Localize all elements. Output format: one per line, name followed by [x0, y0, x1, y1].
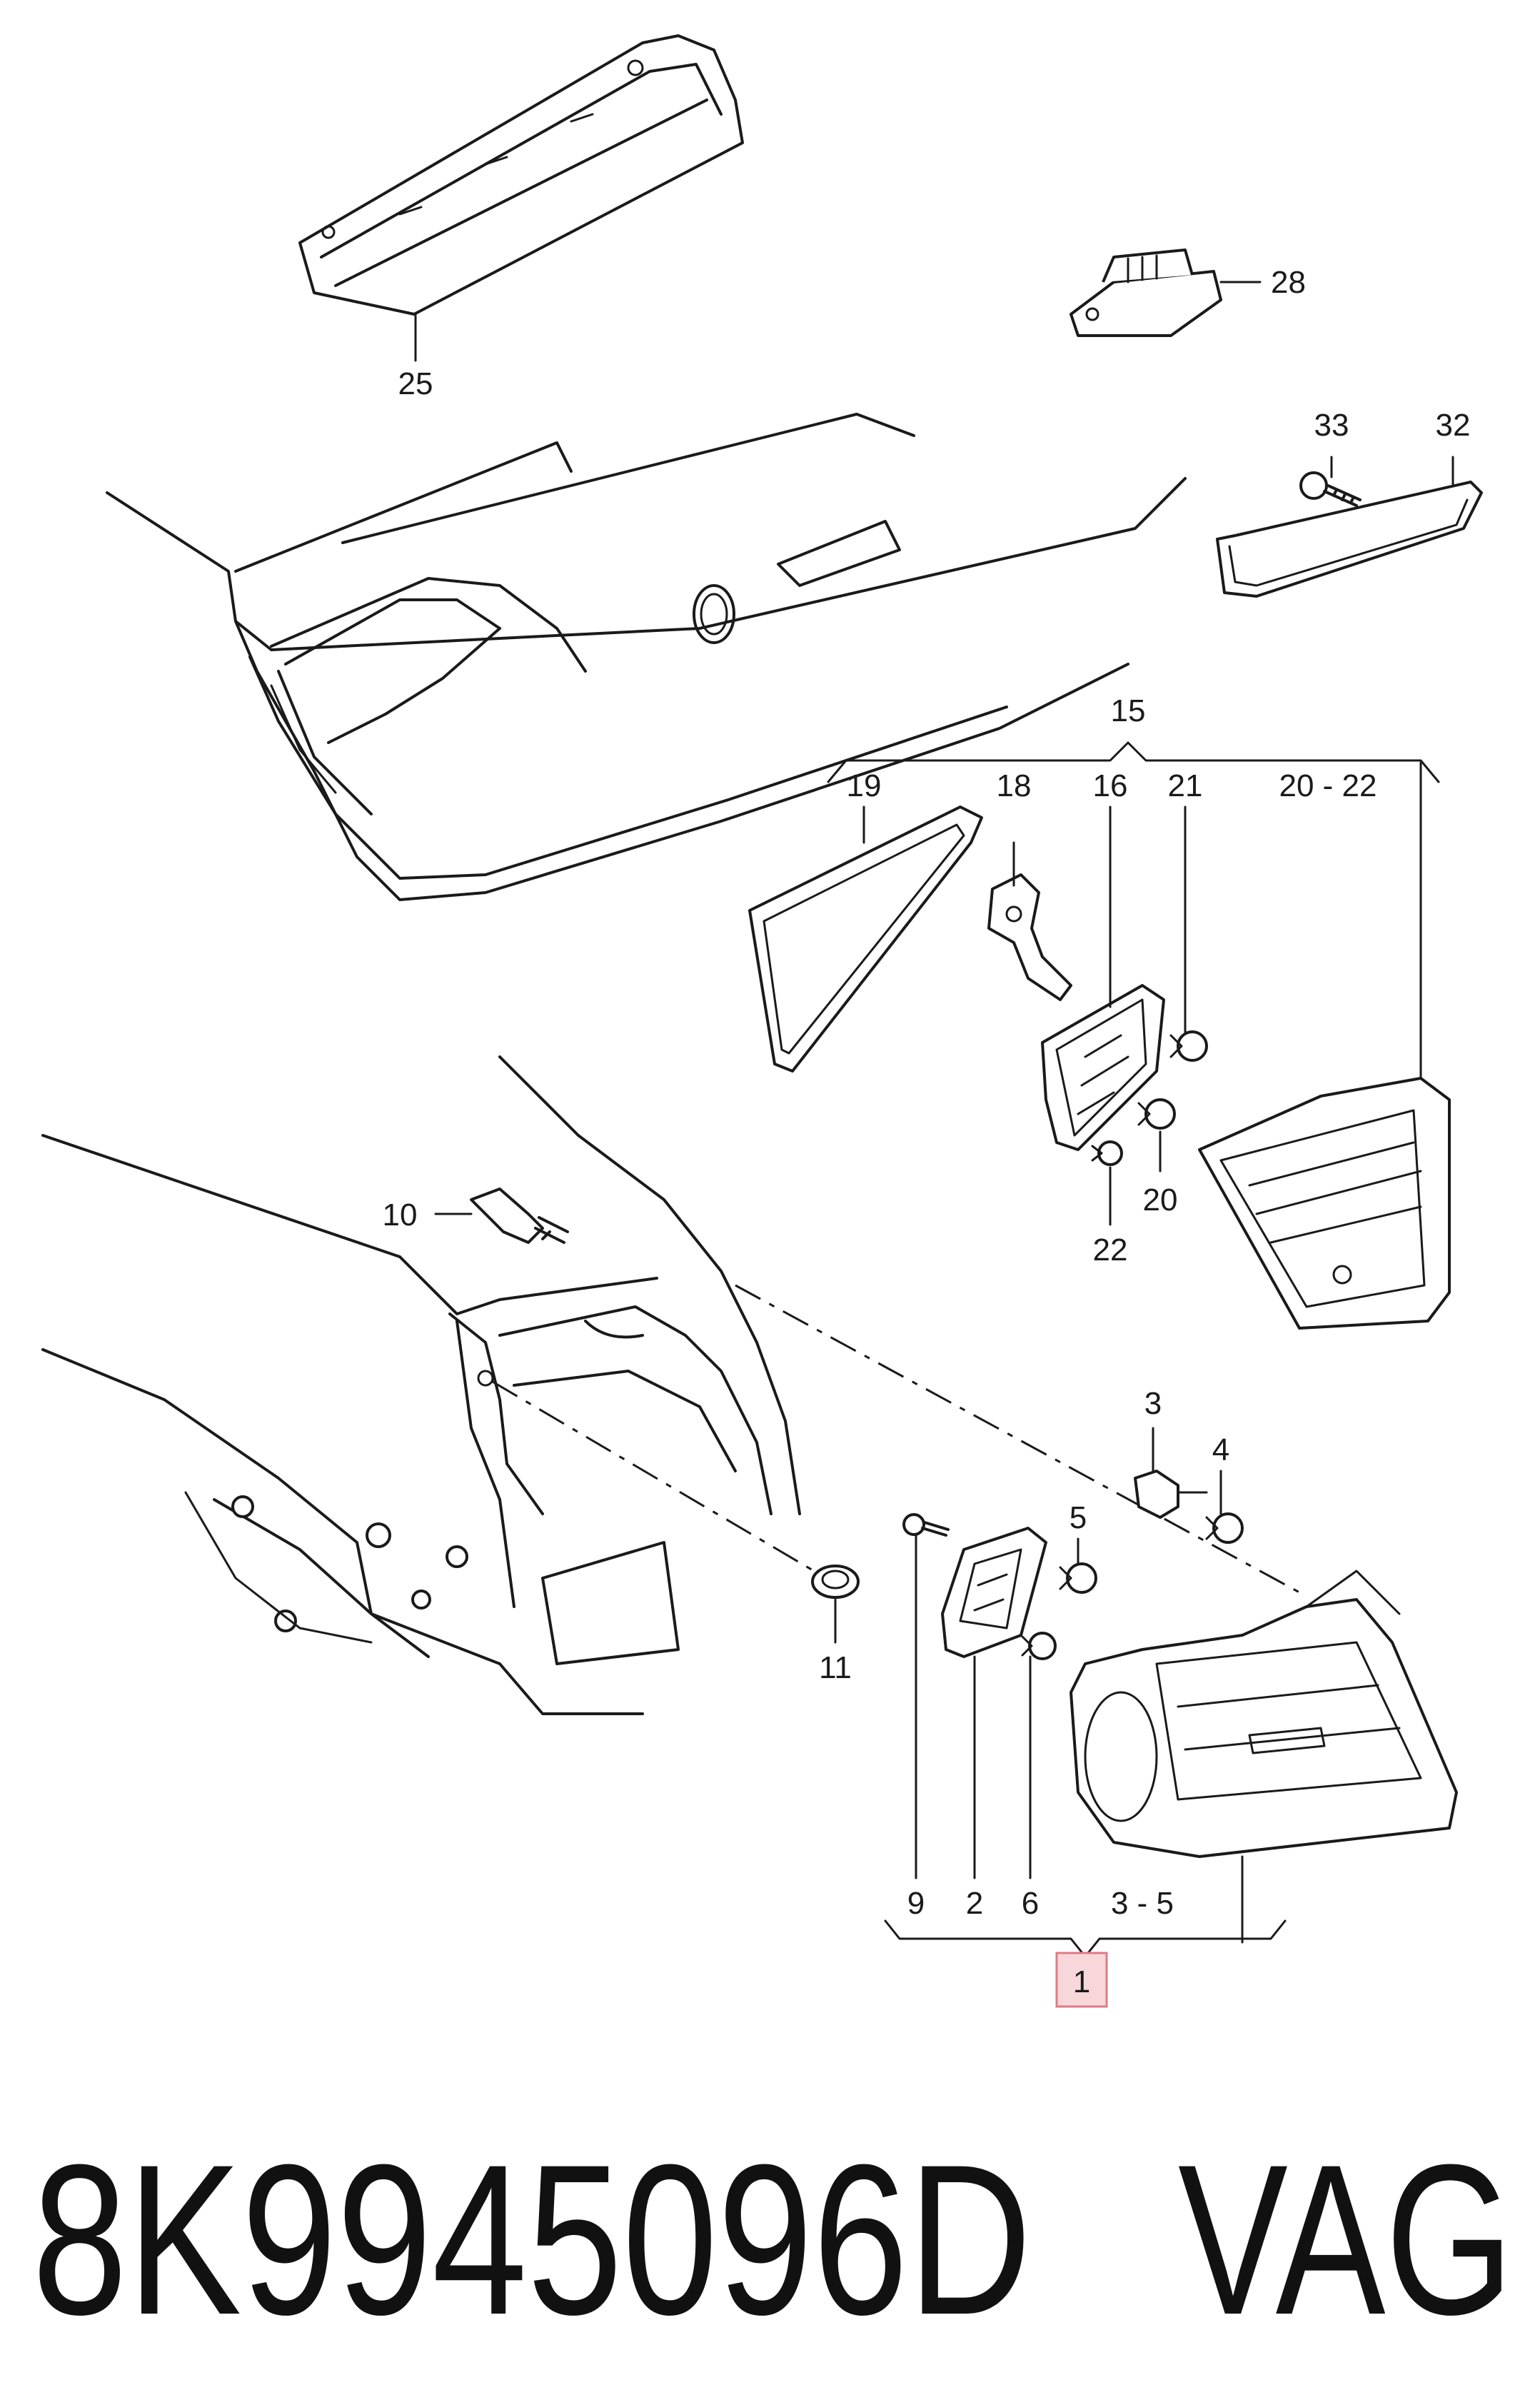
part-18-clip	[987, 873, 1072, 1001]
inner-tail-light	[1198, 1077, 1451, 1330]
bulb-21	[1169, 1030, 1208, 1062]
callout-1: 1	[1073, 1964, 1090, 1999]
callout-32: 32	[1436, 408, 1471, 443]
part-2-bulb-carrier	[941, 1527, 1047, 1658]
bracket-15	[827, 741, 1440, 1087]
part-11-grommet	[811, 1565, 860, 1599]
part-6-bulb	[1021, 1632, 1057, 1660]
trunk-lid-illustration	[106, 413, 1187, 901]
callout-3-5: 3 - 5	[1111, 1886, 1174, 1921]
outer-tail-light	[1070, 1570, 1458, 1858]
callout-15: 15	[1111, 693, 1146, 728]
callout-2: 2	[966, 1886, 983, 1921]
part-3-bulb-socket	[1134, 1470, 1208, 1519]
callout-20: 20	[1143, 1183, 1178, 1217]
callout-19: 19	[847, 768, 882, 803]
rear-quarter-panel	[41, 1055, 801, 1715]
alignment-lines	[492, 1284, 1300, 1594]
callout-9: 9	[907, 1886, 925, 1921]
part-number-text: 8K9945096D	[32, 2119, 1032, 2359]
callout-28: 28	[1271, 265, 1306, 300]
callout-21: 21	[1168, 768, 1203, 803]
bulb-22	[1091, 1140, 1123, 1166]
callout-16: 16	[1093, 768, 1128, 803]
part-5-bulb	[1059, 1562, 1097, 1594]
part-9-screw	[902, 1513, 950, 1537]
callout-25: 25	[398, 366, 433, 401]
callout-10: 10	[383, 1198, 418, 1232]
callout-33: 33	[1314, 408, 1349, 443]
part-25-third-brake-light	[298, 34, 744, 316]
brand-text: VAG	[1178, 2119, 1514, 2359]
part-10-stud	[470, 1188, 569, 1244]
bracket-1	[884, 1919, 1287, 2008]
part-32-reflector	[1216, 481, 1483, 598]
part-28-license-plate-light	[1070, 248, 1222, 337]
part-16-bulb-carrier	[1041, 984, 1165, 1151]
callout-4: 4	[1212, 1432, 1229, 1467]
callout-5: 5	[1070, 1500, 1087, 1535]
callout-18: 18	[997, 768, 1032, 803]
callout-6: 6	[1022, 1886, 1039, 1921]
part-1-highlight[interactable]	[1055, 1952, 1108, 2008]
callout-22: 22	[1093, 1232, 1128, 1267]
callout-20-22: 20 - 22	[1279, 768, 1377, 803]
part-33-screw	[1299, 471, 1362, 507]
callout-11: 11	[819, 1650, 852, 1685]
callout-3: 3	[1144, 1386, 1162, 1421]
part-4-bulb	[1205, 1512, 1244, 1544]
part-19-seal	[748, 805, 983, 1073]
bulb-20	[1137, 1098, 1176, 1130]
